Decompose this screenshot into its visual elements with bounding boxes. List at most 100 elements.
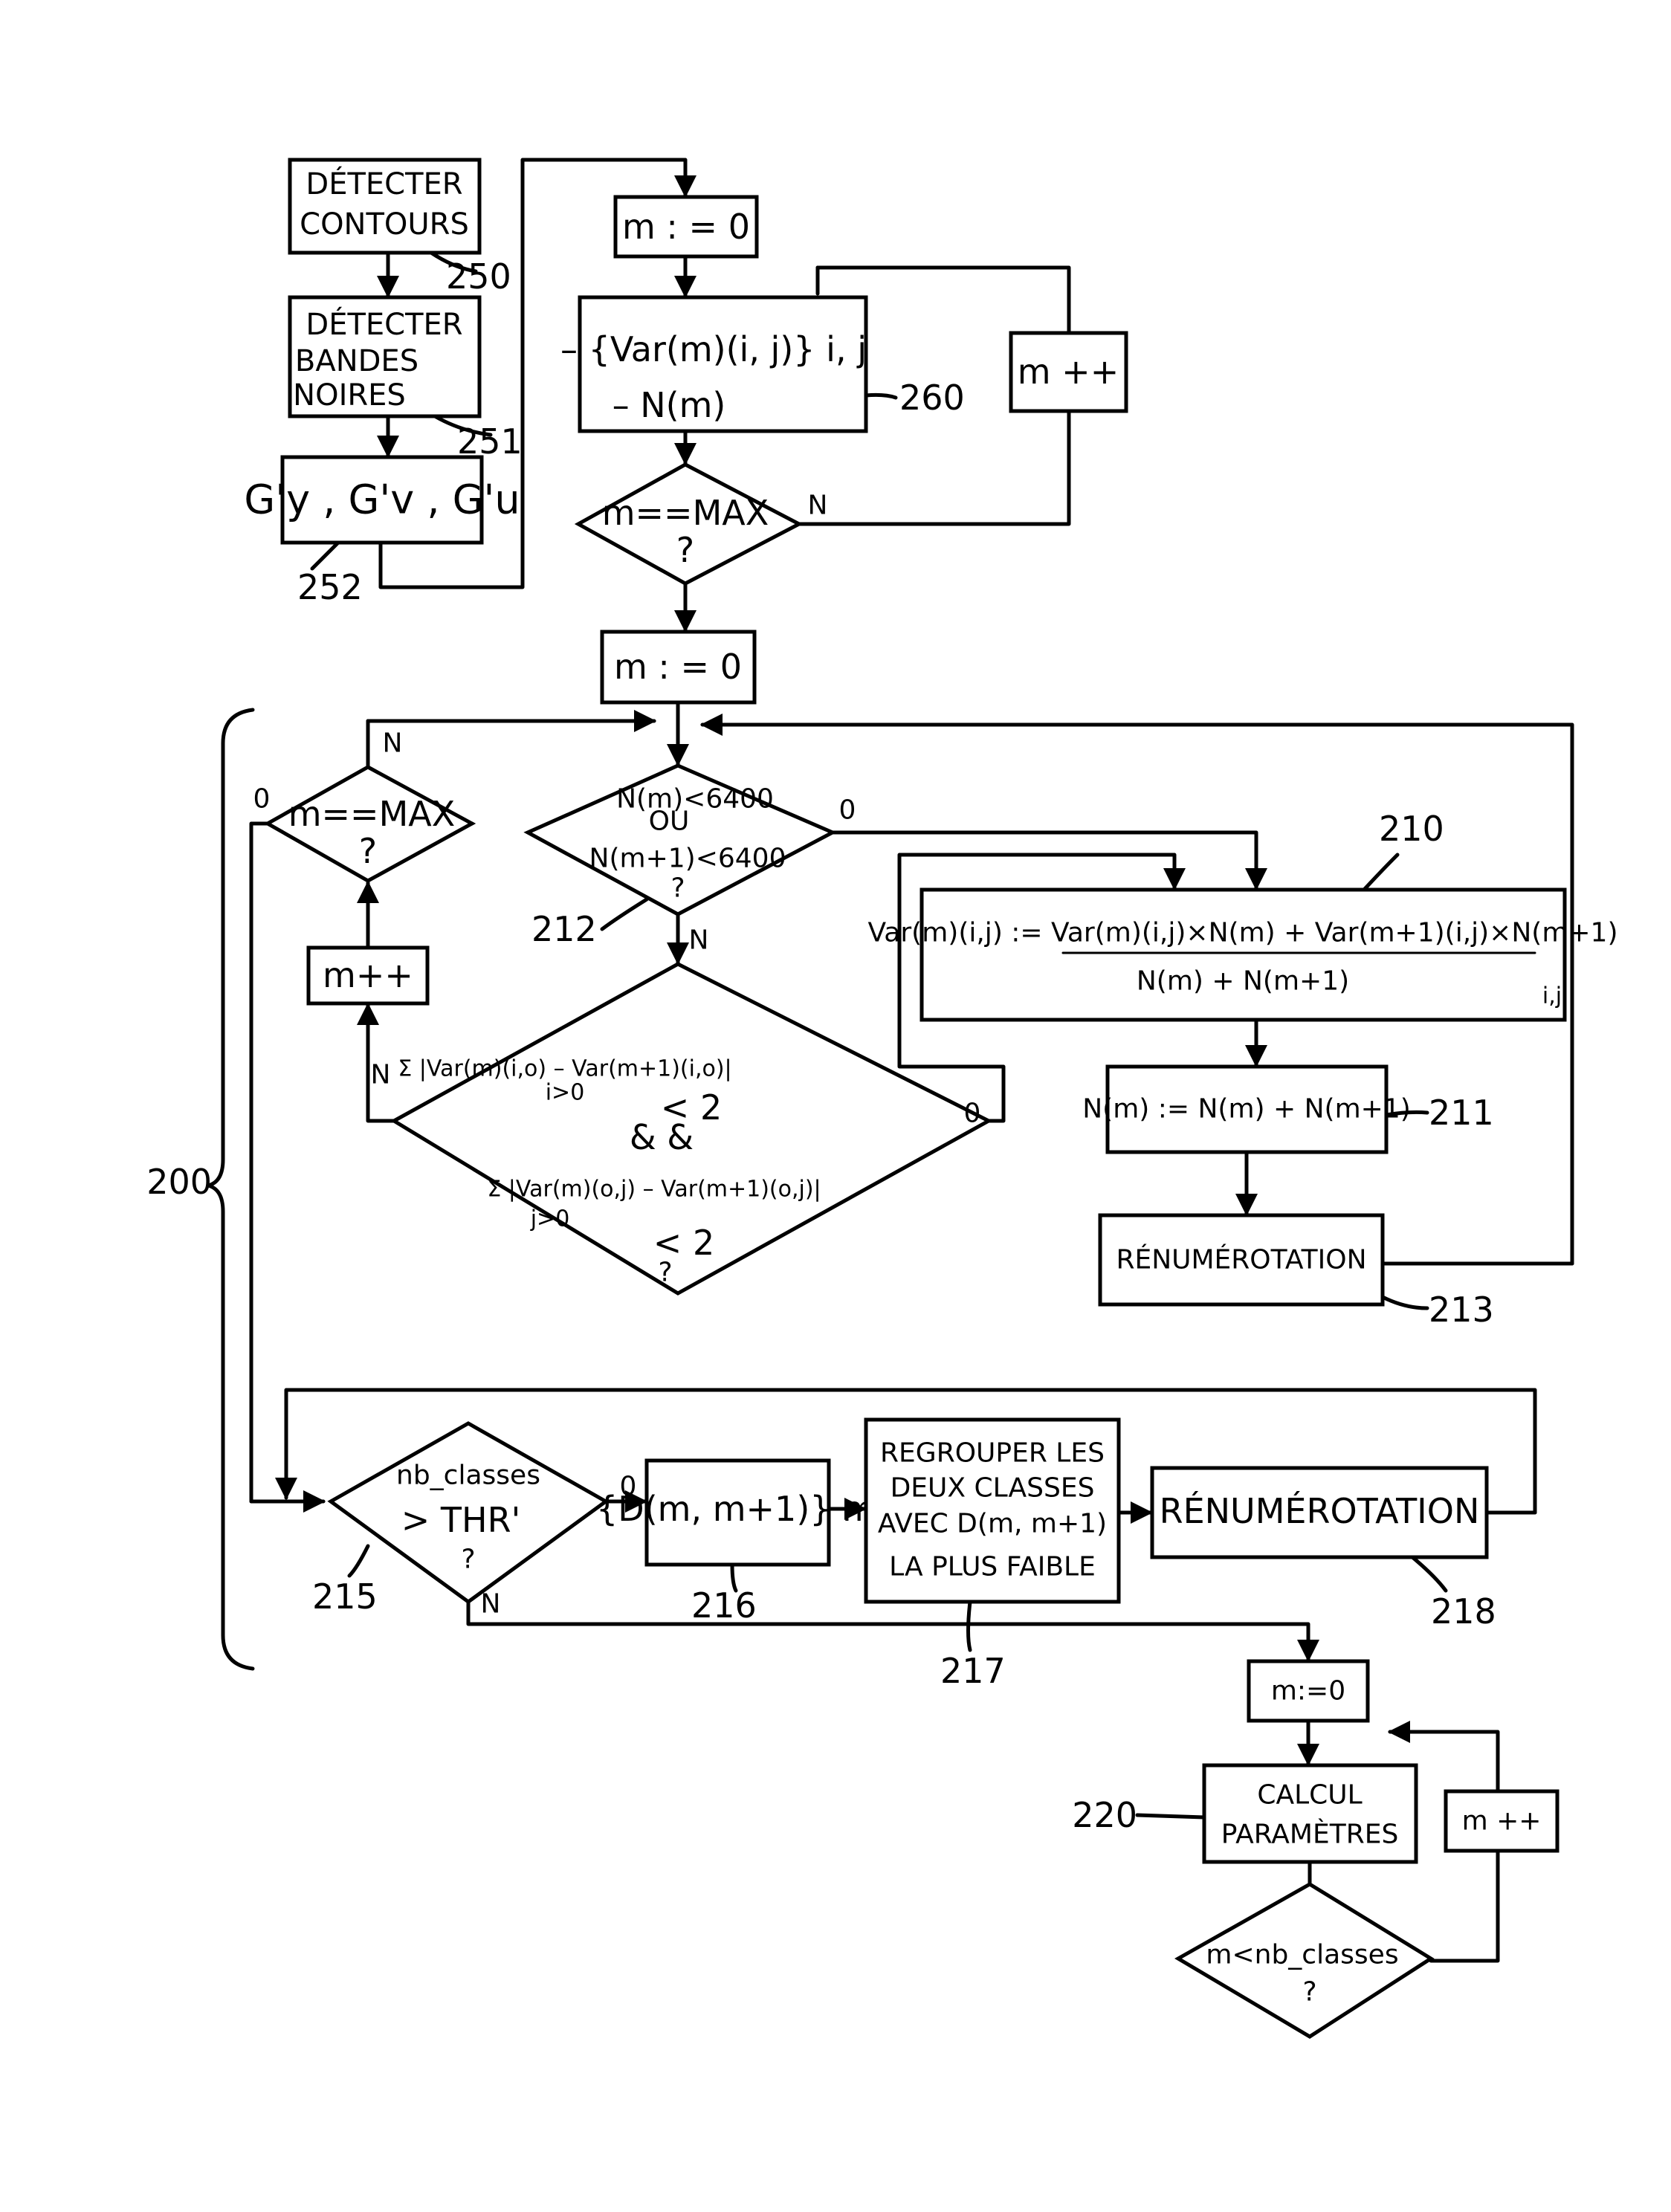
size-cond-q: ? — [670, 873, 685, 904]
ref-211: 211 — [1429, 1093, 1494, 1133]
update-variance-box: Var(m)(i,j) := Var(m)(i,j)×N(m) + Var(m+… — [867, 890, 1617, 1020]
exit-to-class-loop — [251, 824, 268, 1501]
size-cond-no: N — [689, 925, 709, 956]
regroup-line2: DEUX CLASSES — [891, 1473, 1095, 1504]
regroup-line4: LA PLUS FAIBLE — [889, 1552, 1096, 1582]
detect-black-bands-box: DÉTECTER BANDES NOIRES — [290, 297, 479, 416]
calc-params-box: CALCUL PARAMÈTRES — [1204, 1765, 1416, 1862]
update-var-index: i,j — [1542, 983, 1562, 1009]
sum-row-label: Σ |Var(m)(i,o) – Var(m+1)(i,o)| — [398, 1056, 731, 1082]
test-max-label-1: m==MAX — [602, 493, 769, 533]
leader-210 — [1364, 855, 1397, 890]
variance-set-label: – {Var(m)(i, j)} i, j — [560, 329, 867, 369]
class-count-diamond: nb_classes > THR' ? — [331, 1423, 606, 1602]
distance-box: {D(m, m+1)} m — [596, 1461, 876, 1565]
ref-200: 200 — [146, 1162, 212, 1202]
final-test-label: m<nb_classes — [1206, 1940, 1398, 1970]
final-test-q: ? — [1302, 1977, 1316, 2008]
size-cond-line1: N(m)<6400 — [616, 784, 774, 815]
ref-218: 218 — [1431, 1591, 1496, 1631]
regroup-line3: AVEC D(m, m+1) — [878, 1509, 1107, 1539]
test-max-zero-2: 0 — [253, 784, 271, 815]
update-var-numerator: Var(m)(i,j) := Var(m)(i,j)×N(m) + Var(m+… — [867, 918, 1617, 948]
update-count-label: N(m) := N(m) + N(m+1) — [1082, 1094, 1411, 1125]
size-condition-diamond: N(m)<6400 OU N(m+1)<6400 ? — [528, 766, 833, 914]
size-cond-zero: 0 — [839, 795, 856, 826]
test-max-q-1: ? — [676, 530, 694, 570]
regroup-box: REGROUPER LES DEUX CLASSES AVEC D(m, m+1… — [866, 1420, 1119, 1602]
init-box-3: m:=0 — [1249, 1661, 1368, 1721]
renumber-box-1: RÉNUMÉROTATION — [1100, 1215, 1383, 1304]
ref-217: 217 — [940, 1651, 1006, 1691]
class-test-line1: nb_classes — [396, 1461, 540, 1491]
leader-252 — [312, 543, 338, 569]
ref-216: 216 — [691, 1585, 757, 1626]
incr-box-2: m++ — [308, 948, 427, 1003]
leader-215 — [349, 1546, 368, 1576]
update-var-denominator: N(m) + N(m+1) — [1137, 966, 1349, 997]
init-label-3: m:=0 — [1271, 1676, 1345, 1707]
ref-252: 252 — [297, 567, 363, 607]
ref-212: 212 — [531, 909, 597, 949]
init-box-2: m : = 0 — [602, 632, 754, 702]
final-test-diamond: m<nb_classes ? — [1178, 1884, 1431, 2037]
test-max-q-2: ? — [359, 831, 377, 871]
sum-row-index: i>0 — [546, 1080, 585, 1106]
calc-line2: PARAMÈTRES — [1221, 1819, 1399, 1850]
incr-label-2: m++ — [323, 955, 413, 995]
ref-215: 215 — [312, 1576, 378, 1617]
ref-250: 250 — [446, 256, 511, 297]
leader-212 — [602, 899, 647, 929]
leader-213 — [1383, 1297, 1427, 1308]
and-label: & & — [630, 1117, 694, 1157]
variance-box: – {Var(m)(i, j)} i, j – N(m) — [560, 297, 867, 431]
test-max-label-2: m==MAX — [288, 794, 456, 834]
leader-218 — [1412, 1557, 1446, 1591]
renumber-box-2: RÉNUMÉROTATION — [1152, 1468, 1487, 1557]
test-max-no-1: N — [808, 491, 828, 521]
leader-260 — [866, 395, 896, 398]
renumber-label-1: RÉNUMÉROTATION — [1116, 1244, 1366, 1275]
ref-220: 220 — [1072, 1795, 1137, 1835]
renumber-label-2: RÉNUMÉROTATION — [1160, 1491, 1480, 1531]
test-max-diamond-2: m==MAX ? — [268, 767, 472, 881]
detect-contours-line2: CONTOURS — [300, 207, 469, 242]
incr-box-3: m ++ — [1446, 1791, 1557, 1851]
size-yes-to-update — [833, 832, 1256, 888]
detect-contours-line1: DÉTECTER — [306, 166, 462, 201]
sum-test-no: N — [371, 1060, 391, 1090]
init-label-2: m : = 0 — [614, 647, 742, 687]
detect-contours-box: DÉTECTER CONTOURS — [290, 160, 479, 253]
leader-220 — [1137, 1815, 1204, 1817]
detect-bands-line1: DÉTECTER — [306, 306, 462, 342]
calc-line1: CALCUL — [1257, 1780, 1362, 1811]
similarity-zero: 0 — [964, 1099, 981, 1129]
incr-box-1: m ++ — [1011, 333, 1126, 411]
init-box-1: m : = 0 — [615, 197, 757, 256]
ref-210: 210 — [1379, 809, 1444, 849]
count-label: – N(m) — [613, 385, 726, 425]
detect-bands-line2: BANDES — [295, 344, 418, 378]
class-test-no: N — [481, 1589, 501, 1620]
detect-bands-line3: NOIRES — [293, 378, 406, 413]
class-no-to-final — [468, 1602, 1308, 1660]
final-loop-up — [1431, 1851, 1498, 1961]
test-max-no-2: N — [383, 728, 403, 759]
size-cond-line2: N(m+1)<6400 — [589, 844, 786, 874]
ref-260: 260 — [899, 378, 965, 418]
brace-200 — [208, 710, 253, 1669]
class-test-q: ? — [461, 1545, 475, 1575]
init-label-1: m : = 0 — [622, 207, 750, 247]
test-max-diamond-1: m==MAX ? — [578, 465, 799, 583]
sum-col-index: j>0 — [530, 1206, 570, 1232]
regroup-line1: REGROUPER LES — [880, 1438, 1105, 1469]
incr-label-3: m ++ — [1462, 1806, 1542, 1837]
ref-213: 213 — [1429, 1290, 1494, 1330]
update-count-box: N(m) := N(m) + N(m+1) — [1082, 1067, 1411, 1152]
sum-col-label: Σ |Var(m)(o,j) – Var(m+1)(o,j)| — [487, 1177, 821, 1203]
size-cond-or: OU — [649, 806, 690, 837]
gradients-box: G'y , G'v , G'u — [244, 457, 520, 543]
class-test-line2: > THR' — [401, 1500, 520, 1540]
gradients-label: G'y , G'v , G'u — [244, 476, 520, 523]
